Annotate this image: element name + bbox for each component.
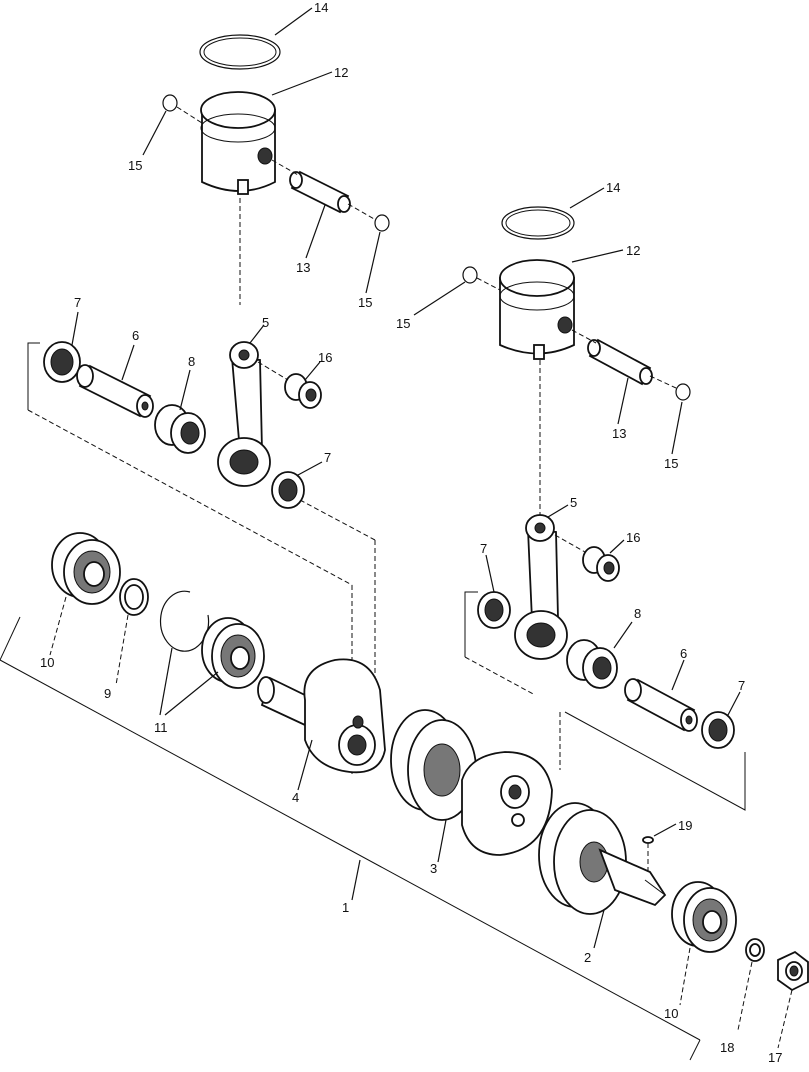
callout-16-ul: 16 xyxy=(318,350,332,365)
crank-half-4 xyxy=(257,658,386,774)
crank-half-2 xyxy=(538,802,667,915)
callout-15-right-a: 15 xyxy=(396,316,410,331)
piston-ring-left xyxy=(199,34,281,70)
callout-8-lr: 8 xyxy=(634,606,641,621)
callout-3: 3 xyxy=(430,861,437,876)
crank-pin-6-ul xyxy=(76,364,154,418)
callout-15-left-b: 15 xyxy=(358,295,372,310)
callout-10-right: 10 xyxy=(664,1006,678,1021)
needle-bearing-8-lr xyxy=(566,639,618,689)
piston-ring-right xyxy=(501,206,575,240)
callout-15-right-b: 15 xyxy=(664,456,678,471)
thrust-washer-7-ur xyxy=(271,471,305,509)
needle-bearing-8-ul xyxy=(154,404,206,454)
callout-6-lr: 6 xyxy=(680,646,687,661)
nut-17 xyxy=(777,950,809,992)
piston-pin-left xyxy=(289,170,351,214)
crank-center-3 xyxy=(390,709,553,856)
callout-4: 4 xyxy=(292,790,299,805)
thrust-washer-7-ul xyxy=(43,341,81,383)
callout-6-ul: 6 xyxy=(132,328,139,343)
connecting-rod-5-ul xyxy=(217,341,271,487)
callout-2: 2 xyxy=(584,950,591,965)
piston-pin-right xyxy=(587,338,653,386)
circlip-right-b xyxy=(675,383,691,401)
main-bearing-11 xyxy=(201,617,265,689)
circlip-left-a xyxy=(162,94,178,112)
callout-7-ul: 7 xyxy=(74,295,81,310)
woodruff-key-19 xyxy=(642,836,654,844)
callout-7-lr-a: 7 xyxy=(480,541,487,556)
main-bearing-10-right xyxy=(671,881,737,953)
callout-11: 11 xyxy=(154,720,168,735)
piston-left xyxy=(200,91,276,195)
callout-12-left: 12 xyxy=(334,65,348,80)
piston-right xyxy=(499,259,575,360)
callout-18: 18 xyxy=(720,1040,734,1055)
callout-5-ul: 5 xyxy=(262,315,269,330)
lock-washer-18 xyxy=(745,938,765,962)
retainer-ring-11 xyxy=(159,590,210,652)
callout-17: 17 xyxy=(768,1050,782,1065)
callout-14-right: 14 xyxy=(606,180,620,195)
callout-13-left: 13 xyxy=(296,260,310,275)
callout-19: 19 xyxy=(678,818,692,833)
thrust-washer-7-lr-b xyxy=(701,711,735,749)
circlip-left-b xyxy=(374,214,390,232)
thrust-washer-7-lr-a xyxy=(477,591,511,629)
small-end-bearing-16-lr xyxy=(582,546,620,582)
callout-7-ur: 7 xyxy=(324,450,331,465)
callout-9: 9 xyxy=(104,686,111,701)
seal-ring-9 xyxy=(119,578,149,616)
crank-pin-6-lr xyxy=(624,678,698,732)
connecting-rod-5-lr xyxy=(514,514,568,660)
callout-12-right: 12 xyxy=(626,243,640,258)
callout-15-left-a: 15 xyxy=(128,158,142,173)
callout-14-left: 14 xyxy=(314,0,328,15)
callout-10-left: 10 xyxy=(40,655,54,670)
callout-7-lr-b: 7 xyxy=(738,678,745,693)
small-end-bearing-16-ul xyxy=(284,373,322,409)
callout-8-ul: 8 xyxy=(188,354,195,369)
callout-13-right: 13 xyxy=(612,426,626,441)
circlip-right-a xyxy=(462,266,478,284)
callout-5-lr: 5 xyxy=(570,495,577,510)
callout-1: 1 xyxy=(342,900,349,915)
callout-16-lr: 16 xyxy=(626,530,640,545)
main-bearing-10-left xyxy=(51,532,121,605)
